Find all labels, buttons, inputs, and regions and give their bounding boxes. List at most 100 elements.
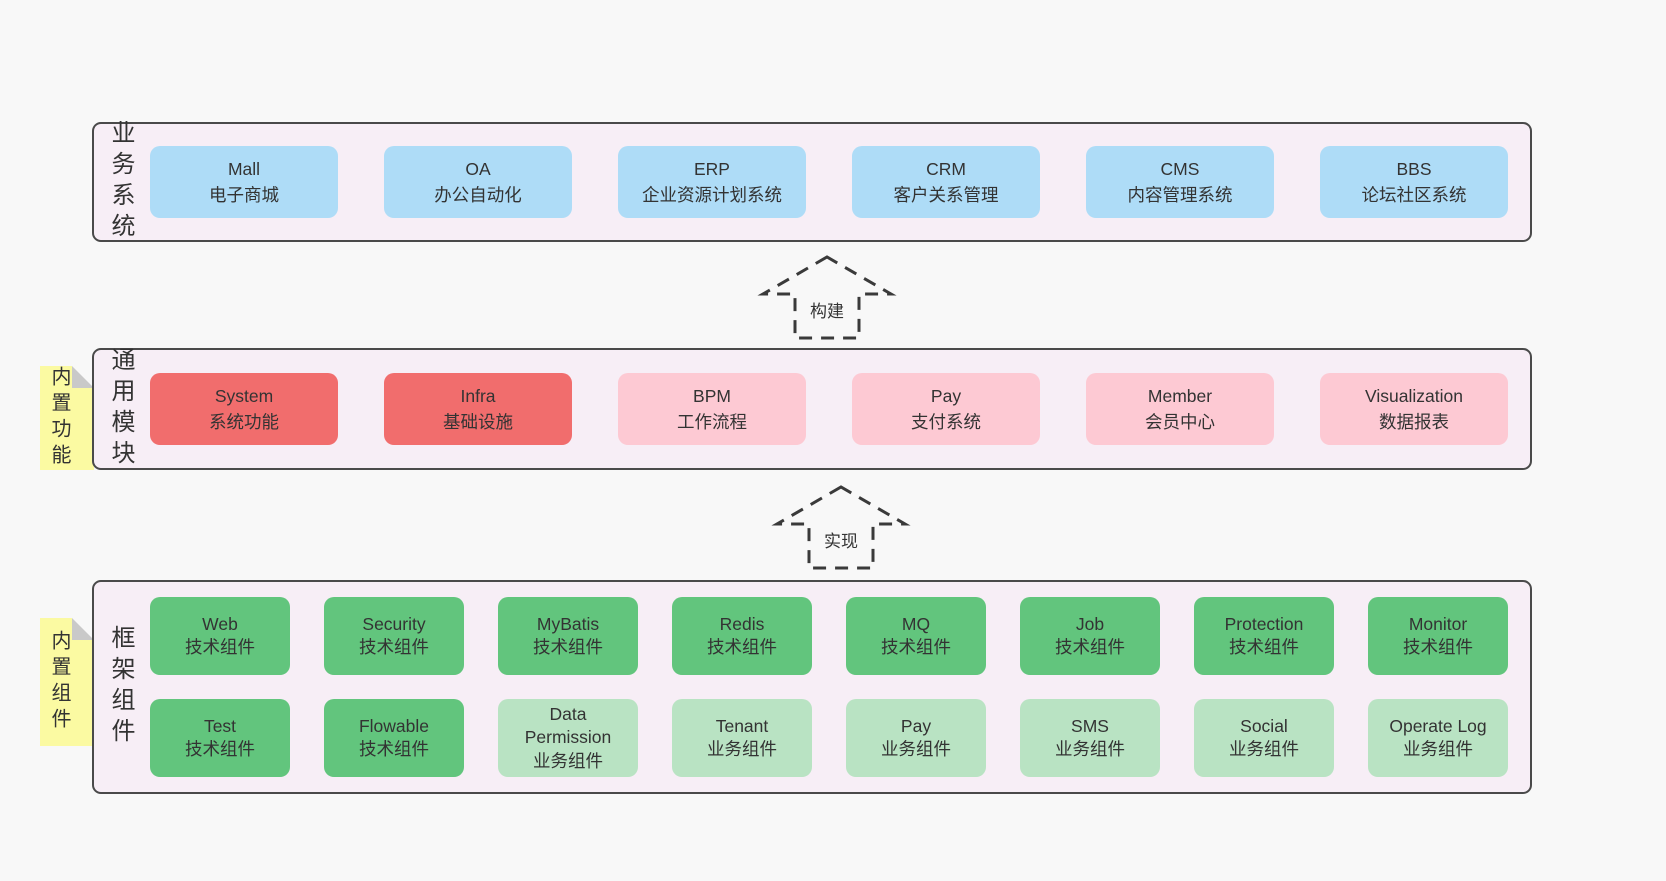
box-name: MQ <box>901 613 931 634</box>
box-desc: 数据报表 <box>1379 412 1449 432</box>
box-name: Monitor <box>1408 613 1468 634</box>
sticky-note-label: 内置组件 <box>48 630 70 734</box>
box-name: CRM <box>926 158 966 179</box>
box-bpm: BPM 工作流程 <box>618 373 806 445</box>
box-desc: 业务组件 <box>1403 739 1473 759</box>
box-name: CMS <box>1160 158 1200 179</box>
box-desc: 技术组件 <box>1229 637 1299 657</box>
box-system: System 系统功能 <box>150 373 338 445</box>
layer-label: 通用模块 <box>107 347 134 471</box>
box-redis: Redis 技术组件 <box>672 597 812 675</box>
box-name: BPM <box>693 385 731 406</box>
box-desc: 支付系统 <box>911 412 981 432</box>
box-desc: 系统功能 <box>209 412 279 432</box>
box-name: ERP <box>694 158 730 179</box>
box-crm: CRM 客户关系管理 <box>852 146 1040 218</box>
dashed-up-arrow-build: 构建 <box>757 254 897 342</box>
box-name: Flowable <box>358 715 430 736</box>
box-name: Infra <box>460 385 496 406</box>
layer-label: 框架组件 <box>107 625 134 749</box>
box-name: OA <box>465 158 491 179</box>
box-desc: 技术组件 <box>881 637 951 657</box>
box-desc: 基础设施 <box>443 412 513 432</box>
box-name: Social <box>1240 715 1288 736</box>
dashed-up-arrow-implement: 实现 <box>771 484 911 572</box>
box-name: Pay <box>900 715 932 736</box>
box-desc: 业务组件 <box>533 750 603 771</box>
box-desc: 业务组件 <box>881 739 951 759</box>
box-flowable: Flowable 技术组件 <box>324 699 464 777</box>
box-desc: 办公自动化 <box>434 185 522 205</box>
sticky-note-label: 内置功能 <box>48 366 70 470</box>
box-name: MyBatis <box>536 613 600 634</box>
box-oa: OA 办公自动化 <box>384 146 572 218</box>
box-social: Social 业务组件 <box>1194 699 1334 777</box>
layer-boxes: Mall 电子商城 OA 办公自动化 ERP 企业资源计划系统 CRM 客户关系管理 CMS 内容… <box>132 124 1530 240</box>
box-name: Protection <box>1224 613 1304 634</box>
box-desc: 业务组件 <box>707 739 777 759</box>
arrow-label: 构建 <box>807 296 847 323</box>
box-desc: 电子商城 <box>209 185 279 205</box>
box-security: Security 技术组件 <box>324 597 464 675</box>
box-desc: 技术组件 <box>185 637 255 657</box>
box-desc: 技术组件 <box>185 739 255 759</box>
arrow-label: 实现 <box>821 526 861 553</box>
box-name: BBS <box>1396 158 1432 179</box>
box-desc: 客户关系管理 <box>893 185 999 205</box>
box-test: Test 技术组件 <box>150 699 290 777</box>
sticky-note-builtin-functions: 内置功能 <box>40 366 94 470</box>
box-name: Tenant <box>715 715 769 736</box>
box-name: Redis <box>719 613 765 634</box>
box-desc: 技术组件 <box>1055 637 1125 657</box>
box-sms: SMS 业务组件 <box>1020 699 1160 777</box>
box-desc: 企业资源计划系统 <box>642 185 782 205</box>
box-desc: 内容管理系统 <box>1127 185 1233 205</box>
layer-business-systems: 业务系统 Mall 电子商城 OA 办公自动化 ERP 企业资源计划系统 CRM 客户关系管理… <box>92 120 1532 244</box>
box-desc: 技术组件 <box>707 637 777 657</box>
box-row: Mall 电子商城 OA 办公自动化 ERP 企业资源计划系统 CRM 客户关系管理 CMS 内容… <box>150 146 1508 218</box>
box-desc: 论坛社区系统 <box>1361 185 1467 205</box>
box-erp: ERP 企业资源计划系统 <box>618 146 806 218</box>
box-desc: 技术组件 <box>533 637 603 657</box>
box-name: Web <box>202 613 238 634</box>
box-name: SMS <box>1071 715 1109 736</box>
box-desc: 技术组件 <box>1403 637 1473 657</box>
box-protection: Protection 技术组件 <box>1194 597 1334 675</box>
box-monitor: Monitor 技术组件 <box>1368 597 1508 675</box>
box-job: Job 技术组件 <box>1020 597 1160 675</box>
box-name: Test <box>203 715 237 736</box>
box-pay: Pay 业务组件 <box>846 699 986 777</box>
box-infra: Infra 基础设施 <box>384 373 572 445</box>
sticky-note-builtin-components: 内置组件 <box>40 618 94 746</box>
box-desc: 工作流程 <box>677 412 747 432</box>
box-name: Security <box>362 613 426 634</box>
box-name: Operate Log <box>1389 715 1487 736</box>
box-name: Data Permission <box>524 704 612 748</box>
box-desc: 业务组件 <box>1055 739 1125 759</box>
box-desc: 技术组件 <box>359 739 429 759</box>
box-desc: 技术组件 <box>359 637 429 657</box>
layer-label: 业务系统 <box>107 120 134 244</box>
box-desc: 业务组件 <box>1229 739 1299 759</box>
box-mybatis: MyBatis 技术组件 <box>498 597 638 675</box>
box-name: Job <box>1075 613 1105 634</box>
box-desc: 会员中心 <box>1145 412 1215 432</box>
box-bbs: BBS 论坛社区系统 <box>1320 146 1508 218</box>
box-mq: MQ 技术组件 <box>846 597 986 675</box>
box-name: Mall <box>227 158 261 179</box>
box-web: Web 技术组件 <box>150 597 290 675</box>
box-tenant: Tenant 业务组件 <box>672 699 812 777</box>
box-name: System <box>214 385 274 406</box>
